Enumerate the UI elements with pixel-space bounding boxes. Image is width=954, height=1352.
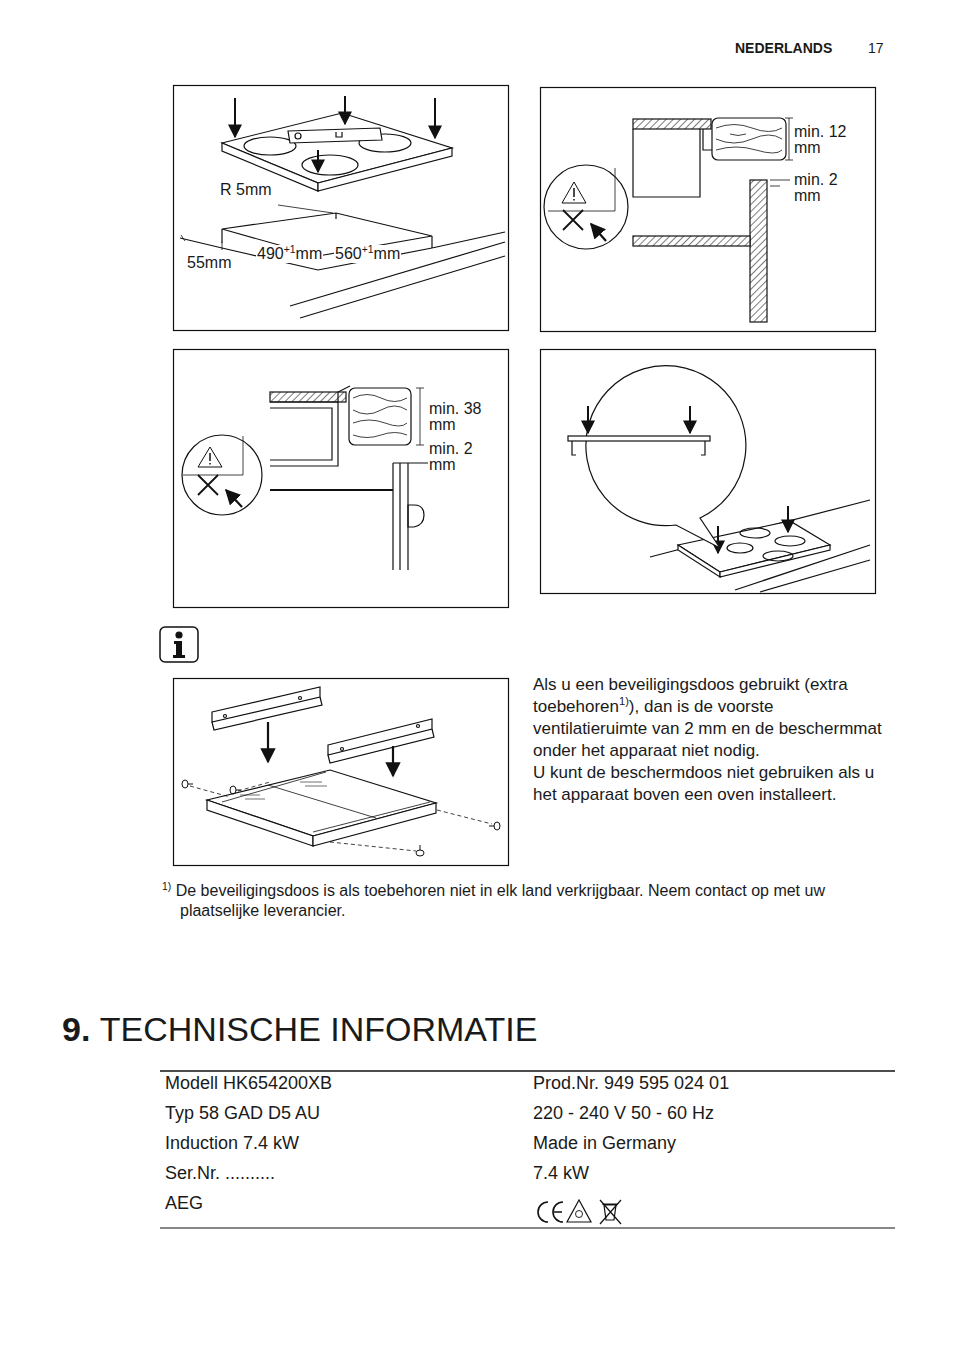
text-run: min. 2 mm xyxy=(794,171,838,204)
language-header: NEDERLANDS xyxy=(735,40,832,56)
section-number: 9. xyxy=(62,1010,100,1048)
table-cell: Made in Germany xyxy=(533,1133,676,1154)
table-rule xyxy=(160,1070,895,1072)
text-run: Typ 58 GAD D5 AU xyxy=(165,1103,320,1123)
table-cell: Induction 7.4 kW xyxy=(165,1133,299,1154)
heading-text: TECHNISCHE INFORMATIE xyxy=(100,1010,538,1048)
text-run: 17 xyxy=(868,40,884,56)
dimension-label: 490+1mm xyxy=(256,245,323,263)
placement-drawing xyxy=(568,366,870,592)
section-drawing xyxy=(544,118,793,322)
superscript: 1) xyxy=(162,881,171,892)
page-number: 17 xyxy=(868,40,884,56)
text-run: Prod.Nr. 949 595 024 01 xyxy=(533,1073,729,1093)
superscript: +1 xyxy=(362,244,374,255)
figure-frame xyxy=(541,350,876,594)
table-cell: 220 - 240 V 50 - 60 Hz xyxy=(533,1103,714,1124)
text-run: min. 2 mm xyxy=(429,440,473,473)
table-cell: Typ 58 GAD D5 AU xyxy=(165,1103,320,1124)
table-cell: 7.4 kW xyxy=(533,1163,589,1184)
dimension-label: min. 2 mm xyxy=(428,441,492,473)
dimension-label: R 5mm xyxy=(219,181,273,199)
text-run: 220 - 240 V 50 - 60 Hz xyxy=(533,1103,714,1123)
text-run: mm xyxy=(374,245,401,262)
table-cell: Prod.Nr. 949 595 024 01 xyxy=(533,1073,729,1094)
text-run: R 5mm xyxy=(220,181,272,198)
table-cell: Modell HK654200XB xyxy=(165,1073,332,1094)
text-run: Ser.Nr. .......... xyxy=(165,1163,275,1183)
text-run: AEG xyxy=(165,1193,203,1213)
dimension-label: 55mm xyxy=(186,254,232,272)
text-run: U kunt de beschermdoos niet gebruiken al… xyxy=(533,763,874,804)
text-run: min. 12 mm xyxy=(794,123,846,156)
note-text: Als u een beveiligingsdoos gebruikt (ext… xyxy=(533,674,883,762)
text-run: min. 38 mm xyxy=(429,400,481,433)
superscript: 1) xyxy=(619,695,629,707)
text-run: Modell HK654200XB xyxy=(165,1073,332,1093)
superscript: +1 xyxy=(284,244,296,255)
hob-drawing xyxy=(222,96,452,191)
footnote: 1) De beveiligingsdoos is als toebehoren… xyxy=(162,881,900,921)
text-run: 7.4 kW xyxy=(533,1163,589,1183)
text-run: 55mm xyxy=(187,254,231,271)
cutout-drawing xyxy=(180,205,505,318)
text-run: mm xyxy=(296,245,323,262)
figure-frame xyxy=(174,86,509,331)
oven-section-drawing xyxy=(182,386,430,570)
table-rule xyxy=(160,1227,895,1228)
text-run: 490 xyxy=(257,245,284,262)
note-block: Als u een beveiligingsdoos gebruikt (ext… xyxy=(533,674,883,806)
text-run: NEDERLANDS xyxy=(735,40,832,56)
figure-frame xyxy=(541,88,876,332)
text-run: Made in Germany xyxy=(533,1133,676,1153)
dimension-label: 560+1mm xyxy=(334,245,401,263)
dimension-label: min. 2 mm xyxy=(793,172,853,204)
certification-marks xyxy=(538,1200,621,1224)
figure-frame xyxy=(174,679,509,866)
text-run: 560 xyxy=(335,245,362,262)
table-cell: AEG xyxy=(165,1193,203,1214)
protection-box-drawing xyxy=(182,687,500,856)
dimension-label: min. 38 mm xyxy=(428,401,492,433)
text-run: De beveiligingsdoos is als toebehoren ni… xyxy=(171,882,825,919)
dimension-label: min. 12 mm xyxy=(793,124,853,156)
text-run: Induction 7.4 kW xyxy=(165,1133,299,1153)
info-icon xyxy=(160,627,198,662)
section-heading: 9. TECHNISCHE INFORMATIE xyxy=(62,1010,537,1049)
note-text: U kunt de beschermdoos niet gebruiken al… xyxy=(533,762,883,806)
figure-frame xyxy=(174,350,509,608)
table-cell: Ser.Nr. .......... xyxy=(165,1163,275,1184)
